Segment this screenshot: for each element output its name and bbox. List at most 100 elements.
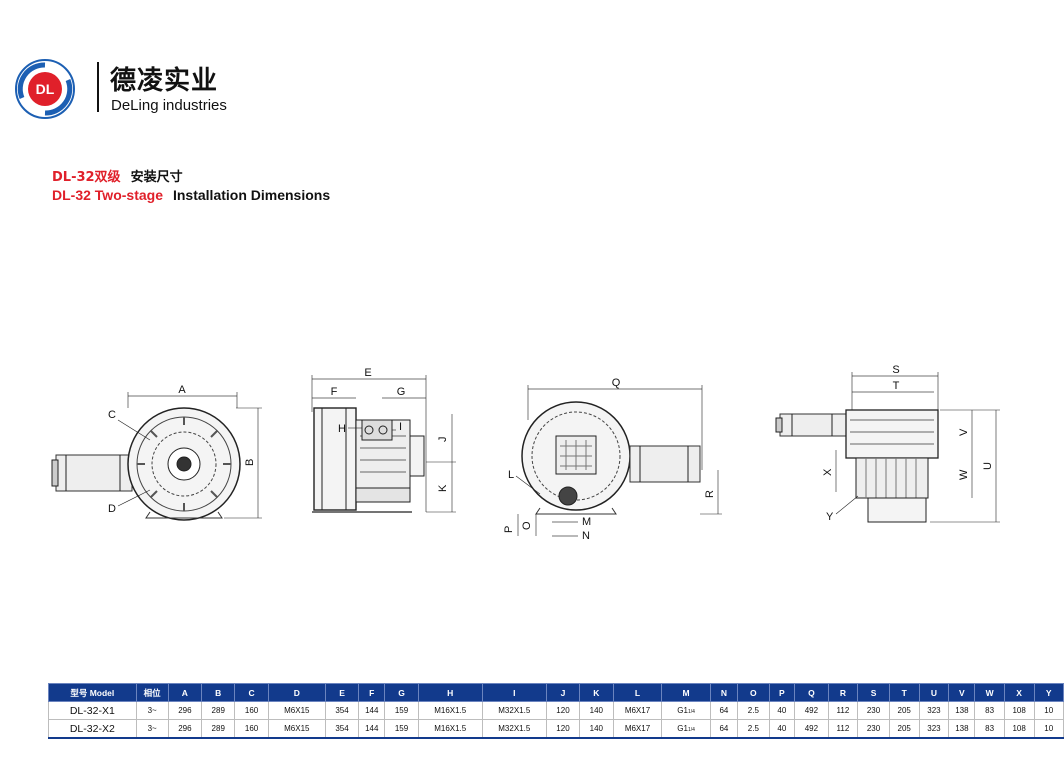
table-cell: 140 <box>579 719 614 739</box>
front-view: A B C D <box>51 384 262 521</box>
table-cell: 296 <box>167 701 203 720</box>
table-header-cell: M <box>661 683 711 702</box>
table-header-cell: 相位 <box>135 683 169 702</box>
table-cell: 120 <box>545 701 581 720</box>
dim-label-y: Y <box>826 511 834 523</box>
table-cell: M6X17 <box>612 701 663 720</box>
table-cell: 10 <box>1033 719 1064 739</box>
table-header-cell: R <box>827 683 859 702</box>
table-cell: 296 <box>167 719 203 739</box>
table-cell: 354 <box>324 719 360 739</box>
table-cell: 138 <box>948 701 976 720</box>
table-cell: 140 <box>579 701 614 720</box>
table-header-cell: P <box>768 683 796 702</box>
dim-label-g: G <box>397 386 406 398</box>
dim-label-k: K <box>437 484 449 492</box>
table-cell: 144 <box>358 701 386 720</box>
table-cell: 144 <box>358 719 386 739</box>
dim-label-f: F <box>331 386 338 398</box>
deling-logo: DL <box>15 59 75 119</box>
table-cell: 160 <box>234 719 269 739</box>
dim-label-s: S <box>892 364 899 376</box>
table-header-cell: I <box>481 683 547 702</box>
table-header-cell: F <box>358 683 386 702</box>
table-cell: 159 <box>384 701 419 720</box>
installation-drawings: A B C D E F G H I J K <box>51 364 1000 542</box>
top-view: S T V U W X Y <box>775 364 1000 523</box>
table-cell: 205 <box>888 701 920 720</box>
table-cell: 10 <box>1033 701 1064 720</box>
page-title-cn: DL-32双级安装尺寸 <box>52 166 183 185</box>
table-cell: 230 <box>857 719 890 739</box>
dim-label-q: Q <box>612 377 621 389</box>
table-header-cell: B <box>201 683 236 702</box>
table-cell: 83 <box>974 719 1005 739</box>
table-cell: 230 <box>857 701 890 720</box>
dim-label-v: V <box>958 428 970 436</box>
table-cell-model: DL-32-X2 <box>48 719 137 739</box>
table-header-cell: W <box>974 683 1005 702</box>
table-cell: M6X15 <box>267 719 326 739</box>
table-cell: 138 <box>948 719 976 739</box>
company-name-en: DeLing industries <box>111 97 227 114</box>
table-cell: 40 <box>768 719 796 739</box>
dim-label-l: L <box>508 469 514 481</box>
dim-label-r: R <box>704 490 716 498</box>
table-cell: 159 <box>384 719 419 739</box>
table-cell: 492 <box>794 701 829 720</box>
table-cell: 112 <box>827 719 859 739</box>
table-cell: 2.5 <box>737 701 770 720</box>
table-cell: G11/4 <box>661 701 711 720</box>
logo-text: DL <box>36 81 55 97</box>
table-header-cell: C <box>234 683 269 702</box>
table-header-cell: U <box>918 683 950 702</box>
dim-label-o: O <box>521 521 533 530</box>
table-cell: 120 <box>545 719 581 739</box>
table-cell: 83 <box>974 701 1005 720</box>
table-header-cell: T <box>888 683 920 702</box>
table-cell: M6X15 <box>267 701 326 720</box>
table-header-cell: O <box>737 683 770 702</box>
dim-label-i: I <box>399 421 402 433</box>
table-header-cell: K <box>579 683 614 702</box>
dim-label-j: J <box>437 437 449 443</box>
table-cell: 2.5 <box>737 719 770 739</box>
table-header-cell: D <box>267 683 326 702</box>
table-cell: G11/4 <box>661 719 711 739</box>
dim-label-u: U <box>982 462 994 470</box>
rear-view: Q L R P O M N <box>503 377 722 542</box>
table-header-cell: N <box>709 683 739 702</box>
dim-label-e: E <box>364 367 371 379</box>
table-cell: 205 <box>888 719 920 739</box>
table-header-cell: L <box>612 683 663 702</box>
table-header-cell: V <box>948 683 976 702</box>
table-cell: 3~ <box>135 719 169 739</box>
table-cell: 40 <box>768 701 796 720</box>
dim-label-d: D <box>108 503 116 515</box>
table-header-cell: A <box>167 683 203 702</box>
title-en-model: DL-32 Two-stage <box>52 187 163 203</box>
table-cell: 64 <box>709 719 739 739</box>
dim-label-n: N <box>582 530 590 542</box>
dim-label-p: P <box>503 526 515 533</box>
table-cell: 354 <box>324 701 360 720</box>
dim-label-x: X <box>822 468 834 476</box>
table-header-cell: J <box>545 683 581 702</box>
table-header-cell: G <box>384 683 419 702</box>
table-header-cell: H <box>417 683 483 702</box>
table-cell: M16X1.5 <box>417 701 483 720</box>
dim-label-t: T <box>893 380 900 392</box>
dim-label-h: H <box>338 423 346 435</box>
table-cell: 289 <box>201 701 236 720</box>
table-header-cell: Q <box>794 683 829 702</box>
dim-label-w: W <box>958 469 970 480</box>
table-cell: 112 <box>827 701 859 720</box>
company-name-cn: 德凌实业 <box>110 66 219 96</box>
table-cell: 64 <box>709 701 739 720</box>
table-cell: M32X1.5 <box>481 701 547 720</box>
